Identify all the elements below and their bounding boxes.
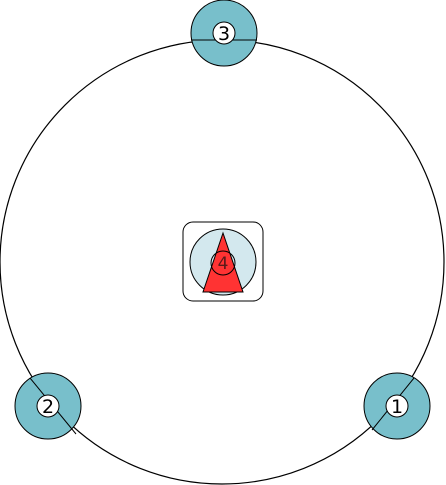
center-label: 4 [218,254,229,274]
node-1[interactable]: 1 [363,372,431,440]
center-inner [210,250,236,276]
node-2-label: 2 [42,396,54,418]
node-3-inner [212,21,236,45]
node-1-inner [385,394,409,418]
node-1-label: 1 [391,396,403,418]
cone-pointer-icon [202,231,244,293]
node-2[interactable]: 2 [14,372,82,440]
node-3[interactable]: 3 [190,0,258,67]
node-2-inner [36,394,60,418]
center-node[interactable]: 4 [182,221,264,302]
node-3-label: 3 [218,23,230,45]
